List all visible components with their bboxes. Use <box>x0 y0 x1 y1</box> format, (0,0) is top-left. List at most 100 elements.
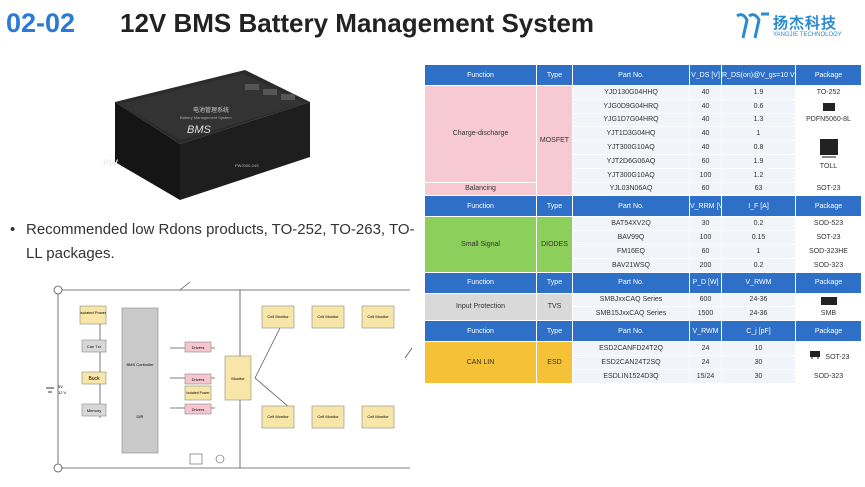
package-cell: SOD-323 <box>795 368 862 384</box>
circuit-label: BMS Controller <box>126 362 154 367</box>
value-cell: 40 <box>689 98 722 114</box>
table-row: Input Protection TVS SMBJxxCAQ Series 60… <box>424 292 862 322</box>
value-cell: 600 <box>689 292 722 308</box>
part-cell: YJL03N06AQ <box>572 181 690 197</box>
column-header: Package <box>795 195 862 218</box>
package-cell: SMB <box>795 292 862 322</box>
circuit-label: Cell Monitor <box>367 314 389 319</box>
circuit-label: 5V <box>58 384 63 389</box>
value-cell: 24-36 <box>721 306 796 322</box>
bms-circuit-diagram: Isolated Power Can Txr Buck Memory BMS C… <box>46 281 413 473</box>
column-header: V_RWM <box>721 271 796 294</box>
part-cell: YJT300G10AQ <box>572 167 690 183</box>
column-header: Part No. <box>572 271 690 294</box>
part-cell: BAV21WSQ <box>572 257 690 273</box>
circuit-label: Drivers <box>192 377 205 382</box>
circuit-label: DIR <box>137 414 144 419</box>
package-cell: PDFN5060-8L <box>795 98 862 128</box>
package-chip-icon <box>810 350 821 359</box>
function-cell: Input Protection <box>424 292 537 322</box>
part-cell: ESDLIN1524D3Q <box>572 368 690 384</box>
table-header-row: Function Type Part No. V_RWM C_j [pF] Pa… <box>424 320 862 343</box>
part-cell: YJT300G10AQ <box>572 140 690 155</box>
package-cell: SOD-523 <box>795 216 862 232</box>
recommendation-bullet: • Recommended low Rdons products, TO-252… <box>10 221 415 262</box>
table-row: Balancing YJL03N06AQ 60 63 SOT-23 <box>424 181 862 197</box>
part-cell: BAV99Q <box>572 230 690 245</box>
column-header: R_DS(on)@V_gs=10 V [mΩ].Typ <box>721 64 796 86</box>
column-header: Function <box>424 195 537 218</box>
column-header: Package <box>795 320 862 343</box>
column-header: Type <box>536 64 573 86</box>
table-row: YJT300G10AQ 100 1.2 <box>425 167 862 183</box>
table-row: BAV99Q 100 0.15 SOT-23 <box>425 230 862 245</box>
bms-cn-label: 电池管理系统 <box>193 106 229 114</box>
package-cell: SOD-323HE <box>795 243 862 259</box>
package-cell: TOLL <box>795 126 862 183</box>
bms-big-label: BMS <box>187 124 212 136</box>
value-cell: 0.15 <box>721 230 796 245</box>
column-header: Function <box>424 271 537 294</box>
type-cell: DIODES <box>536 216 573 273</box>
value-cell: 30 <box>721 368 796 384</box>
value-cell: 0.2 <box>721 257 796 273</box>
value-cell: 1 <box>721 126 796 142</box>
table-row: YJT2D6G06AQ 60 1.9 <box>425 153 862 169</box>
value-cell: 0.6 <box>721 98 796 114</box>
table-row: FM16EQ 60 1 SOD-323HE <box>425 243 862 259</box>
value-cell: 10 <box>721 341 796 356</box>
circuit-label: Isolated Power <box>80 310 107 315</box>
circuit-label: Isolated Power <box>186 391 210 395</box>
value-cell: 1.9 <box>721 153 796 169</box>
value-cell: 24-36 <box>721 292 796 308</box>
table-row: YJG1D7G04HRQ 40 1.3 <box>425 112 862 128</box>
part-cell: ESD2CANFD24T2Q <box>572 341 690 356</box>
table-row: Charge-discharge MOSFET YJD130G04HHQ 40 … <box>424 84 862 197</box>
circuit-label: Cell Monitor <box>267 414 289 419</box>
table-header-row: Function Type Part No. V_RRM [V] I_F [A]… <box>424 195 862 218</box>
package-label: PDFN5060-8L <box>806 116 851 124</box>
value-cell: 1500 <box>689 306 722 322</box>
column-header: Type <box>536 271 573 294</box>
part-cell: ESD2CAN24T2SQ <box>572 354 690 370</box>
value-cell: 63 <box>721 181 796 197</box>
type-cell: ESD <box>536 341 573 384</box>
value-cell: 24 <box>689 341 722 356</box>
value-cell: 1.9 <box>721 85 796 100</box>
section-number: 02-02 <box>6 8 76 38</box>
package-chip-icon <box>822 103 835 112</box>
package-label: TOLL <box>819 163 838 171</box>
package-chip-icon <box>820 296 837 305</box>
column-header: I_F [A] <box>721 195 796 218</box>
column-header: Function <box>424 64 537 86</box>
function-cell: Charge-discharge <box>424 85 537 183</box>
bms-product-image: 电池管理系统 Battery Management System BMS PW2… <box>103 70 310 200</box>
table-header-row: Function Type Part No. P_D [W] V_RWM Pac… <box>424 271 862 294</box>
package-cell: SOT-23 <box>795 230 862 245</box>
value-cell: 200 <box>689 257 722 273</box>
value-cell: 30 <box>689 216 722 232</box>
part-cell: SMB15JxxCAQ Series <box>572 306 690 322</box>
value-cell: 1 <box>721 243 796 259</box>
column-header: V_DS [V] <box>689 64 722 86</box>
column-header: Part No. <box>572 195 690 218</box>
value-cell: 100 <box>689 230 722 245</box>
value-cell: 0.2 <box>721 216 796 232</box>
column-header: V_RRM [V] <box>689 195 722 218</box>
value-cell: 30 <box>721 354 796 370</box>
value-cell: 40 <box>689 112 722 128</box>
logo-mark-icon <box>736 12 769 39</box>
value-cell: 15/24 <box>689 368 722 384</box>
column-header: Package <box>795 64 862 86</box>
part-cell: FM16EQ <box>572 243 690 259</box>
package-label: SOT-23 <box>825 353 850 361</box>
function-cell: CAN LIN <box>424 341 537 384</box>
column-header: Package <box>795 271 862 294</box>
type-cell: MOSFET <box>536 84 573 197</box>
column-header: Type <box>536 195 573 218</box>
bms-model-label: PW2000-24S <box>235 163 259 168</box>
table-row: SMB15JxxCAQ Series 1500 24-36 <box>425 306 862 322</box>
company-logo: 扬杰科技 YANGJIE TECHNOLOGY <box>735 10 860 48</box>
svg-text:PW: PW <box>103 158 119 168</box>
function-cell: Small Signal <box>424 216 537 273</box>
